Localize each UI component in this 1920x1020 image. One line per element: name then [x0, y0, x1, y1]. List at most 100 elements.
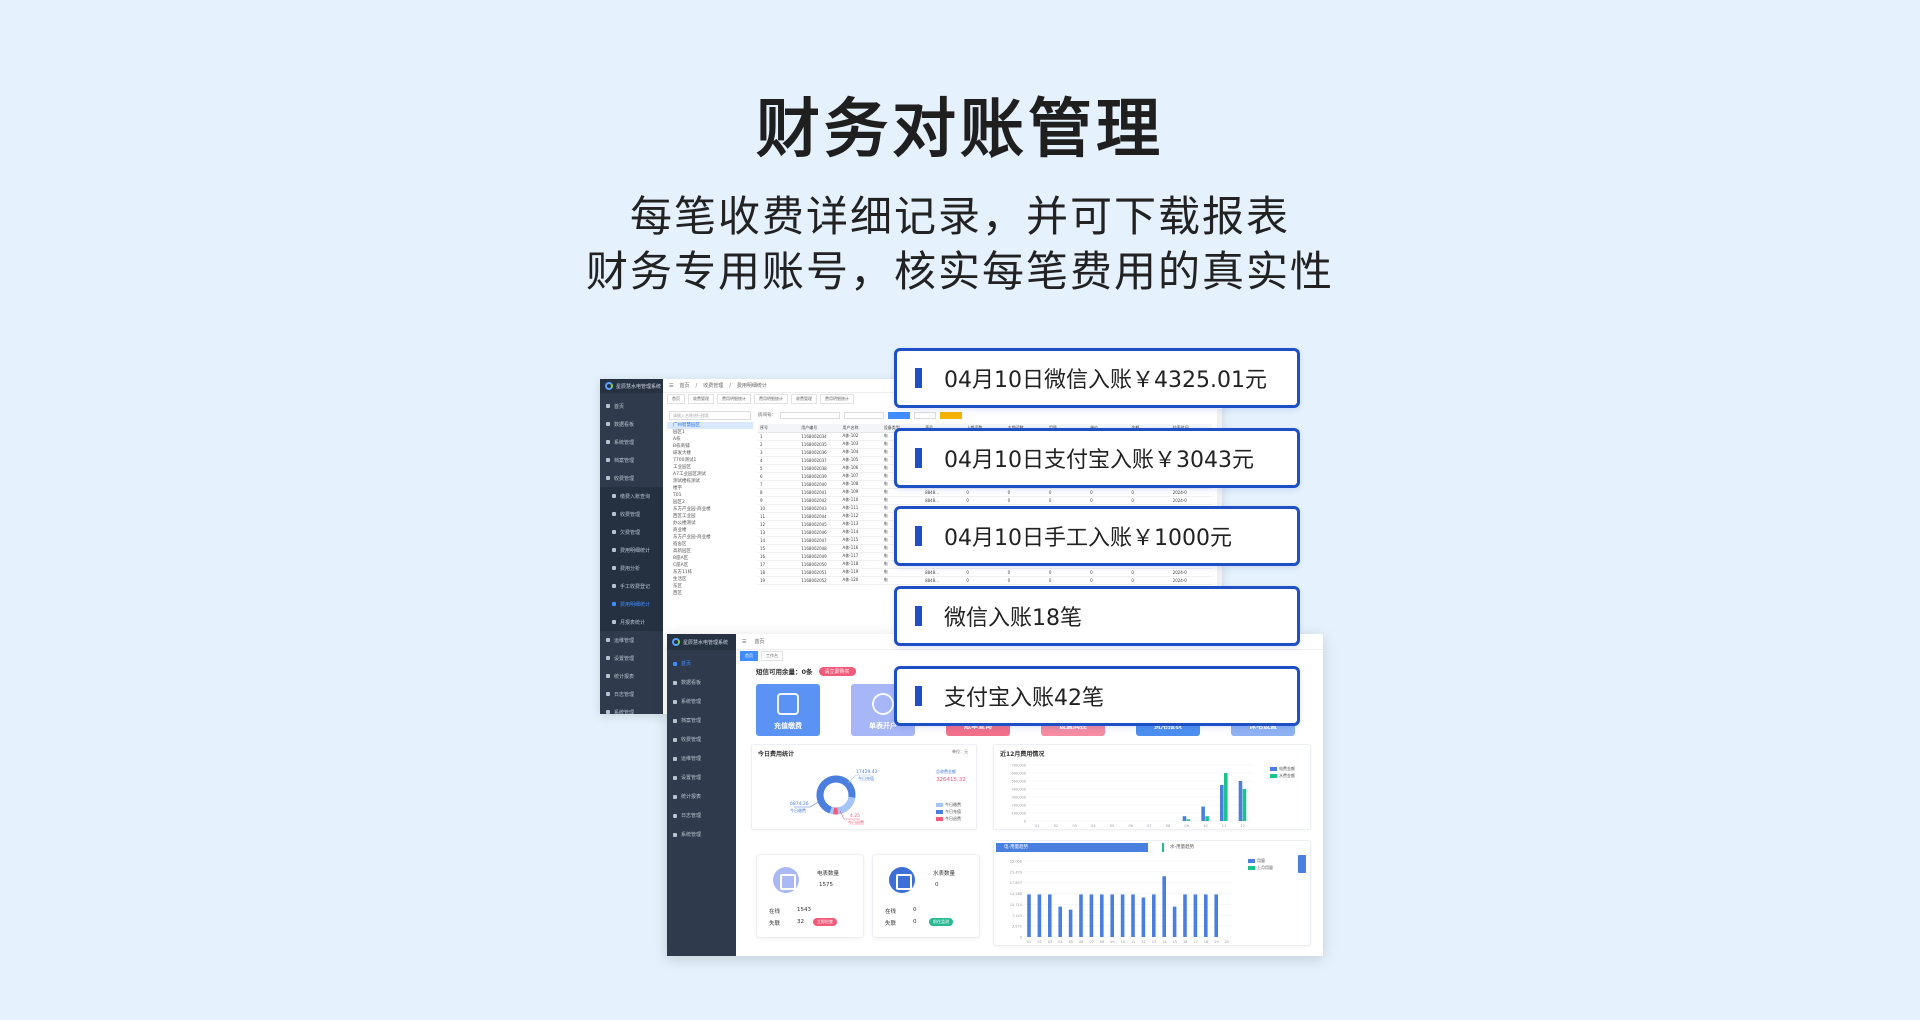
sidebar-item[interactable]: 收费管理	[600, 505, 663, 523]
reset-button[interactable]	[914, 411, 936, 419]
electric-online-label: 在线	[769, 909, 781, 915]
sidebar-item[interactable]: 统计报表	[600, 667, 663, 685]
tree-node[interactable]: 办公楼测试	[673, 521, 696, 526]
sidebar-item-label: 首页	[681, 661, 692, 667]
back-tab[interactable]: 费用明细统计	[820, 394, 854, 404]
tree-node[interactable]: 商业楼	[673, 528, 687, 533]
back-tab[interactable]: 收费管理	[688, 394, 714, 404]
tree-node[interactable]: C座A区	[673, 563, 689, 568]
search-button[interactable]	[888, 411, 910, 419]
sidebar-item[interactable]: 首页	[667, 654, 736, 673]
y-tick-label: 400,000	[1012, 788, 1026, 792]
tab-water-usage[interactable]: 水-用量趋势	[1162, 843, 1194, 852]
tree-node[interactable]: 研发大楼	[673, 451, 691, 456]
front-breadcrumb[interactable]: 首页	[754, 639, 765, 645]
sidebar-item-label: 统计报表	[614, 673, 635, 680]
buy-sms-button[interactable]: 请立即购买	[818, 666, 856, 676]
callout-alipay-count: 支付宝入账42笔	[894, 666, 1300, 726]
tree-node[interactable]: 生活区	[673, 577, 687, 582]
filter-input[interactable]	[780, 411, 840, 419]
sidebar-item[interactable]: 手工收费登记	[600, 577, 663, 595]
sidebar-item[interactable]: 系统管理	[600, 703, 663, 714]
breadcrumb-section[interactable]: 收费管理	[703, 383, 724, 389]
tab-workbench[interactable]: 工作台	[761, 650, 783, 661]
tree-node[interactable]: 广州智慧园区	[667, 422, 753, 429]
tree-node[interactable]: 高新园区	[673, 549, 691, 554]
tree-node[interactable]: 宿舍区	[673, 542, 687, 547]
tree-node[interactable]: B座A区	[673, 556, 689, 561]
back-tab[interactable]: 首页	[667, 394, 685, 404]
y-tick-label: 200,000	[1012, 804, 1026, 808]
tree-node[interactable]: 东方产业园-商业楼	[673, 507, 711, 512]
sidebar-item[interactable]: 收费管理	[667, 730, 736, 749]
breadcrumb-home[interactable]: 首页	[679, 383, 690, 389]
sidebar-item[interactable]: 欠费管理	[600, 523, 663, 541]
tree-node[interactable]: 测试楼栋测试	[673, 479, 700, 484]
tree-search-input[interactable]: 请输入名称进行搜索	[669, 411, 751, 420]
back-tab[interactable]: 费用明细统计	[717, 394, 751, 404]
menu-item-icon	[673, 680, 677, 685]
tree-node[interactable]: 西区	[673, 591, 682, 596]
sidebar-item[interactable]: 运维管理	[600, 631, 663, 649]
tree-node[interactable]: 西区工业园	[673, 514, 696, 519]
sidebar-item[interactable]: 统计报表	[667, 787, 736, 806]
tree-node[interactable]: 工业园区	[673, 465, 691, 470]
table-header-cell[interactable]: 用户编号	[799, 424, 841, 433]
sidebar-item[interactable]: 费用明细统计	[600, 595, 663, 613]
tree-node[interactable]: A7工业园区测试	[673, 472, 706, 477]
sidebar-item[interactable]: 数据看板	[667, 673, 736, 692]
sidebar-item[interactable]: 费用分析	[600, 559, 663, 577]
menu-toggle-icon[interactable]: ☰	[742, 638, 747, 645]
export-button[interactable]	[940, 411, 962, 419]
tree-node[interactable]: 东方产业园-商业楼	[673, 535, 711, 540]
tree-node[interactable]: 东方11栋	[673, 570, 693, 575]
tree-node[interactable]: A栋	[673, 437, 681, 442]
date-input[interactable]	[844, 411, 884, 419]
check-now-button[interactable]: 立即检查	[813, 918, 837, 926]
table-cell: 12	[758, 520, 800, 529]
sidebar-item[interactable]: 档案管理	[667, 711, 736, 730]
tree-node[interactable]: 园区1	[673, 430, 685, 435]
sidebar-item[interactable]: 日志管理	[667, 806, 736, 825]
usage-side-toggle[interactable]	[1298, 855, 1306, 873]
sidebar-item[interactable]: 系统管理	[667, 825, 736, 844]
tab-electric-usage[interactable]: 电-用量趋势	[996, 843, 1148, 852]
tree-node[interactable]: 东区	[673, 584, 682, 589]
sidebar-item[interactable]: 首页	[600, 397, 663, 415]
sidebar-item[interactable]: 缴费入账查询	[600, 487, 663, 505]
table-cell: 1168002046	[799, 528, 841, 537]
tree-node[interactable]: T01	[673, 493, 682, 498]
sidebar-item[interactable]: 运维管理	[667, 749, 736, 768]
sidebar-item[interactable]: 系统管理	[600, 433, 663, 451]
sidebar-item[interactable]: 收费管理	[600, 469, 663, 487]
sidebar-item[interactable]: 设置管理	[600, 649, 663, 667]
tab-home[interactable]: 首页	[740, 650, 758, 661]
sidebar-item[interactable]: 费用明细统计	[600, 541, 663, 559]
tree-node[interactable]: B栋商铺	[673, 444, 690, 449]
unit-selector[interactable]: 单位：元	[952, 749, 968, 754]
table-cell: A栋-113	[840, 520, 882, 529]
sidebar-item[interactable]: 设置管理	[667, 768, 736, 787]
back-tab[interactable]: 收费管理	[791, 394, 817, 404]
tree-node[interactable]: 楼宇	[673, 486, 682, 491]
tree-node[interactable]: 7700测试1	[673, 458, 697, 463]
sidebar-item[interactable]: 档案管理	[600, 451, 663, 469]
table-cell: A栋-116	[840, 544, 882, 553]
sidebar-item[interactable]: 数据看板	[600, 415, 663, 433]
table-header-cell[interactable]: 序号	[758, 424, 800, 433]
menu-toggle-icon[interactable]: ☰	[669, 382, 674, 389]
callout-manual-amount: 04月10日手工入账￥1000元	[894, 506, 1300, 566]
sidebar-item[interactable]: 日志管理	[600, 685, 663, 703]
back-tab[interactable]: 费用明细统计	[754, 394, 788, 404]
sidebar-item[interactable]: 系统管理	[667, 692, 736, 711]
quick-card-1[interactable]: 充值缴费	[756, 684, 820, 736]
go-monitor-button[interactable]: 前往监测	[929, 918, 953, 926]
tree-node[interactable]: 园区2	[673, 500, 685, 505]
water-online-count: 0	[913, 907, 917, 913]
sidebar-item[interactable]: 月报表统计	[600, 613, 663, 631]
table-header-cell[interactable]: 用户名称	[840, 424, 882, 433]
